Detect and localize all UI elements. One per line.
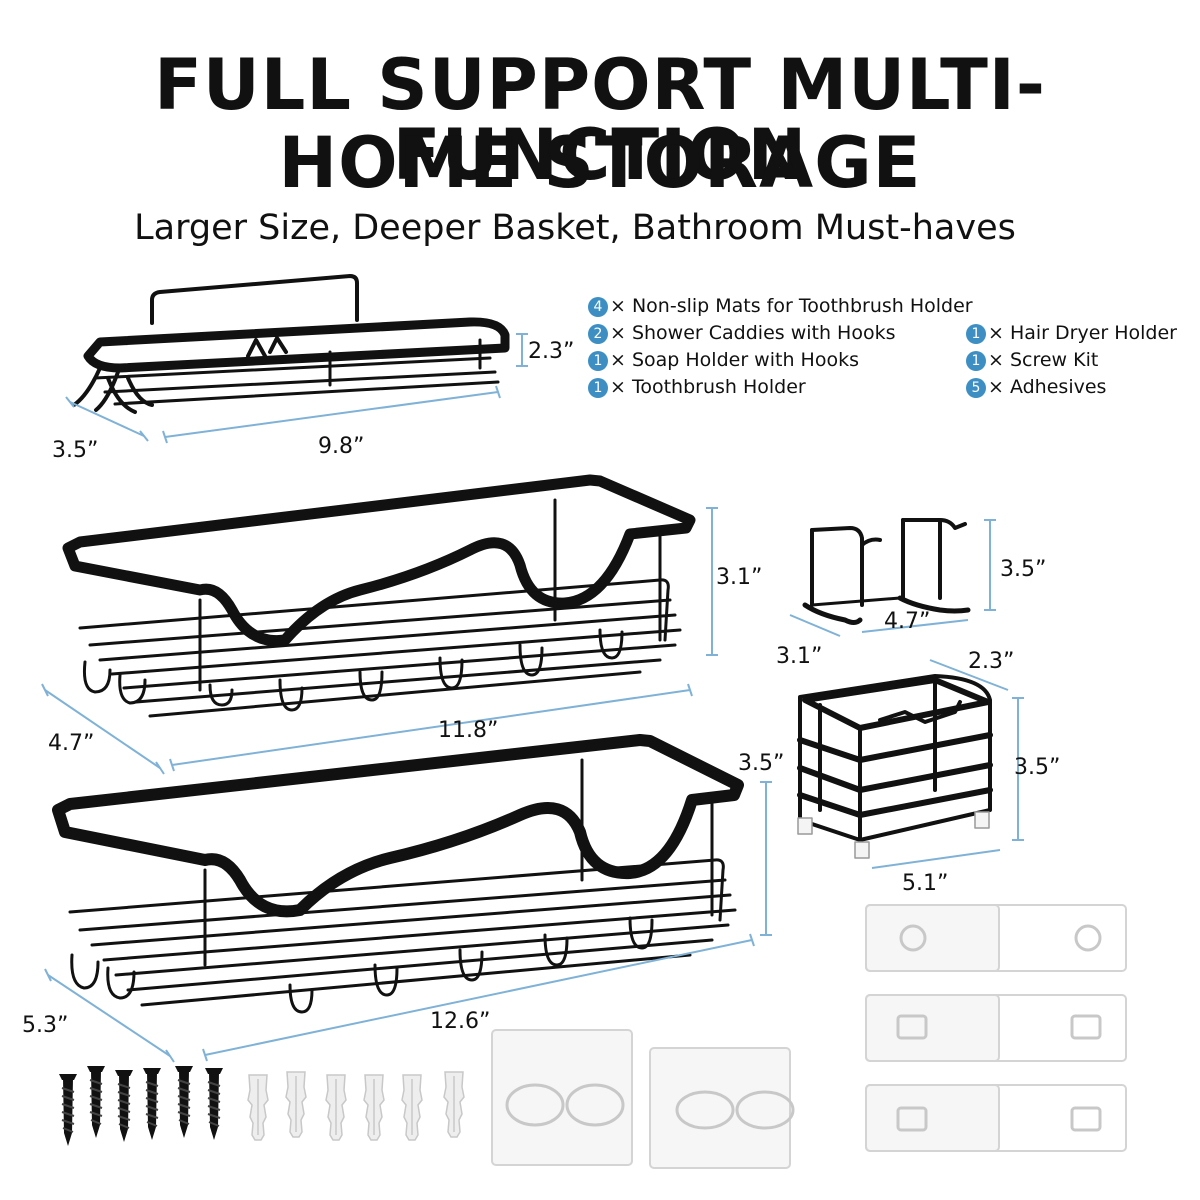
hair-dryer-holder-illustration: [802, 518, 971, 625]
adhesive-pads: [491, 904, 1000, 1169]
list-item-label: × Screw Kit: [988, 349, 1099, 371]
list-item-label: × Shower Caddies with Hooks: [610, 322, 896, 344]
dim-dryer-height: 3.5”: [1000, 557, 1046, 582]
quantity-badge: 5: [966, 378, 986, 398]
dim-dryer-depth: 3.1”: [776, 644, 822, 669]
quantity-badge: 4: [588, 297, 608, 317]
screw-kit-screws: [58, 1065, 224, 1147]
title-line-2: HOME STORAGE: [278, 122, 922, 204]
toothbrush-holder-illustration: [797, 674, 993, 859]
list-item-label: × Soap Holder with Hooks: [610, 349, 859, 371]
dim-soap-height: 2.3”: [528, 339, 574, 364]
dim-soap-length: 9.8”: [318, 434, 364, 459]
dim-soap-depth: 3.5”: [52, 438, 98, 463]
list-item-label: × Hair Dryer Holder: [988, 322, 1177, 344]
dim-toothbrush-height: 3.5”: [1014, 755, 1060, 780]
quantity-badge: 1: [966, 351, 986, 371]
quantity-badge: 1: [588, 351, 608, 371]
dim-caddy-small-height: 3.1”: [716, 565, 762, 590]
caddy-small-dimensions: [41, 507, 718, 775]
dim-caddy-small-depth: 4.7”: [48, 731, 94, 756]
package-contents-left: 4× Non-slip Mats for Toothbrush Holder 2…: [588, 293, 973, 401]
adhesive-pads-wide: [865, 904, 1127, 1152]
list-item: 1× Screw Kit: [966, 347, 1177, 374]
list-item: 2× Shower Caddies with Hooks: [588, 320, 973, 347]
hair-dryer-holder-dimensions: [789, 519, 996, 637]
list-item: 1× Toothbrush Holder: [588, 374, 973, 401]
list-item-label: × Adhesives: [988, 376, 1107, 398]
toothbrush-holder-dimensions: [871, 659, 1024, 869]
list-item-label: × Toothbrush Holder: [610, 376, 806, 398]
dim-caddy-small-length: 11.8”: [438, 718, 498, 743]
quantity-badge: 1: [588, 378, 608, 398]
caddy-small-illustration: [62, 474, 696, 718]
adhesive-hooks: [505, 924, 1102, 1132]
package-contents-right: 1× Hair Dryer Holder 1× Screw Kit 5× Adh…: [966, 320, 1177, 401]
dim-caddy-large-length: 12.6”: [430, 1009, 490, 1034]
title-line-1: FULL SUPPORT MULTI-FUNCTION: [154, 44, 1046, 196]
dim-caddy-large-depth: 5.3”: [22, 1013, 68, 1038]
soap-holder-dimensions: [65, 333, 528, 444]
list-item: 1× Hair Dryer Holder: [966, 320, 1177, 347]
quantity-badge: 1: [966, 324, 986, 344]
screw-kit-anchors: [247, 1071, 465, 1141]
caddy-large-illustration: [52, 734, 744, 1014]
soap-holder-illustration: [72, 274, 510, 414]
list-item: 5× Adhesives: [966, 374, 1177, 401]
list-item: 1× Soap Holder with Hooks: [588, 347, 973, 374]
list-item: 4× Non-slip Mats for Toothbrush Holder: [588, 293, 973, 320]
dim-dryer-length: 4.7”: [884, 609, 930, 634]
caddy-large-dimensions: [44, 781, 772, 1063]
dim-toothbrush-width: 2.3”: [968, 649, 1014, 674]
subtitle: Larger Size, Deeper Basket, Bathroom Mus…: [134, 208, 1016, 248]
list-item-label: × Non-slip Mats for Toothbrush Holder: [610, 295, 973, 317]
quantity-badge: 2: [588, 324, 608, 344]
dim-caddy-large-height: 3.5”: [738, 751, 784, 776]
dim-toothbrush-length: 5.1”: [902, 871, 948, 896]
